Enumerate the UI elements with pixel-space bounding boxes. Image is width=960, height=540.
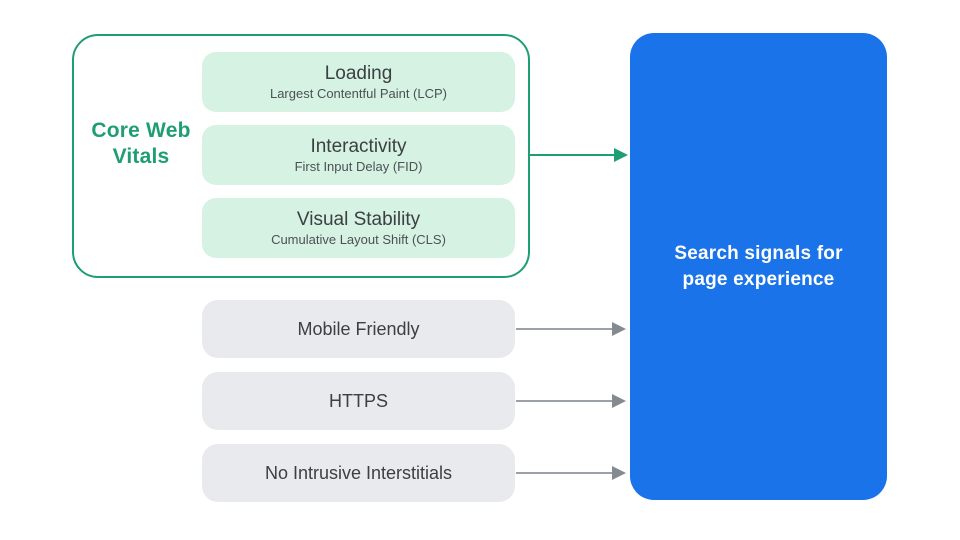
search-signals-result-label: Search signals for page experience <box>674 242 843 290</box>
vital-card-loading: Loading Largest Contentful Paint (LCP) <box>202 52 515 112</box>
arrow-shaft <box>516 472 612 474</box>
arrow-head-icon <box>612 394 626 408</box>
vital-title-loading: Loading <box>324 63 393 84</box>
vital-card-interactivity: Interactivity First Input Delay (FID) <box>202 125 515 185</box>
signal-pill-mobile-friendly: Mobile Friendly <box>202 300 515 358</box>
signal-pill-no-intrusive-interstitials: No Intrusive Interstitials <box>202 444 515 502</box>
vital-subtitle-lcp: Largest Contentful Paint (LCP) <box>269 86 448 101</box>
arrow-shaft <box>516 400 612 402</box>
core-web-vitals-label: Core Web Vitals <box>91 119 191 168</box>
vital-subtitle-cls: Cumulative Layout Shift (CLS) <box>271 232 446 247</box>
search-signals-result-box: Search signals for page experience <box>630 33 887 500</box>
vital-title-interactivity: Interactivity <box>310 136 407 157</box>
arrow-head-icon <box>612 322 626 336</box>
vital-card-visual-stability: Visual Stability Cumulative Layout Shift… <box>202 198 515 258</box>
arrow-head-icon <box>614 148 628 162</box>
arrow-head-icon <box>612 466 626 480</box>
vital-subtitle-fid: First Input Delay (FID) <box>294 159 423 174</box>
arrow-shaft <box>516 328 612 330</box>
arrow-shaft <box>530 154 614 156</box>
signal-pill-https: HTTPS <box>202 372 515 430</box>
vital-title-visual-stability: Visual Stability <box>296 209 421 230</box>
